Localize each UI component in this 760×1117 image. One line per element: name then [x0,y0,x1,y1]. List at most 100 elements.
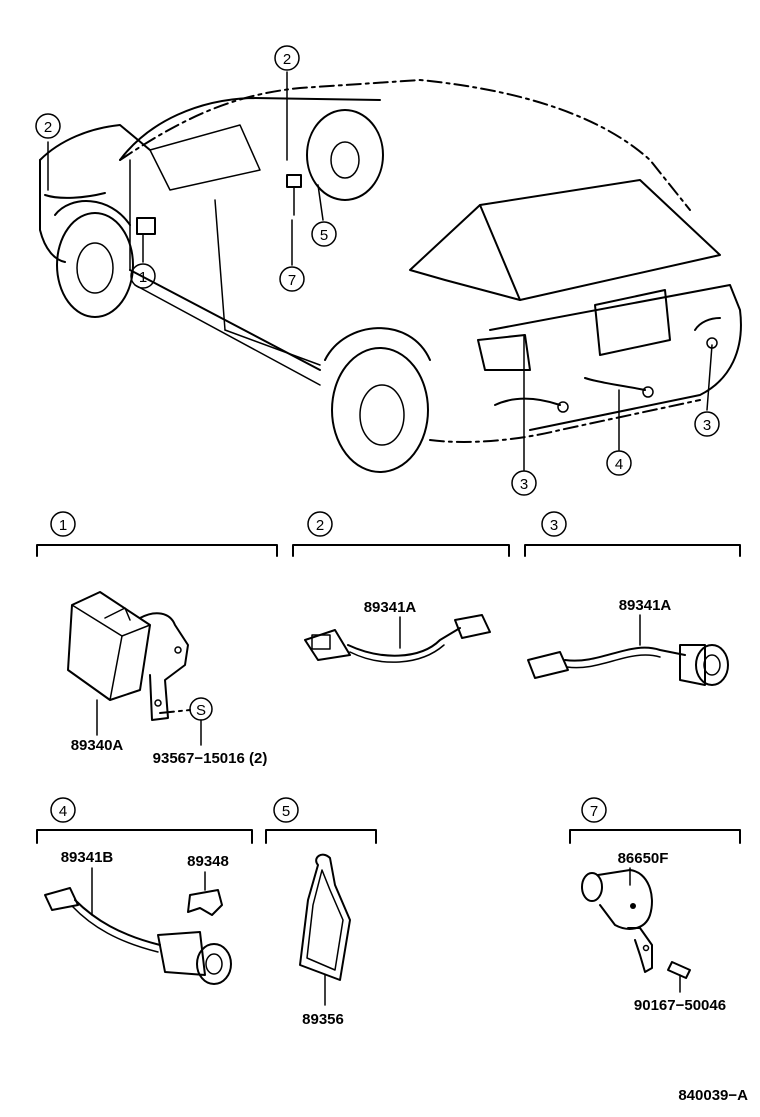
callout-c3-vehicle-right: 3 [694,411,720,437]
steering-wheel [306,109,384,201]
sensor-face-89341B [205,953,223,975]
grommet-89356 [299,853,351,981]
sensor-body [679,644,706,686]
rear-sensor-harness-center [584,377,646,391]
callout-label: 3 [520,476,528,493]
callout-circle-icon [279,266,305,292]
screw-90167 [667,961,691,979]
section-7-bracket [569,829,741,844]
harness-wire-89341B [74,899,161,946]
part-number-86650F: 86650F [618,850,669,867]
door-line-front [214,199,226,331]
bracket-hole [642,944,650,952]
part-number-93567: 93567−15016 (2) [153,750,268,767]
connector-pins [311,634,331,650]
front-sensor-harness [44,192,106,199]
ecu-connector [104,607,131,621]
sensor-wire [564,646,686,662]
door-bottom [224,329,321,366]
rear-sensor-left [557,401,569,413]
section-1: 1 S 89340A 93567−15016 (2) [36,511,278,767]
callout-c2-top: 2 [274,45,300,71]
callout-c3-vehicle-left: 3 [511,470,537,496]
harness-connector-left [304,629,351,661]
callout-circle-icon [35,113,61,139]
callout-label: 1 [139,269,147,286]
section-7: 7 86650F 90167−50046 [569,797,741,1014]
part-number-89341B: 89341B [61,849,114,866]
callout-circle-icon [581,797,607,823]
front-wheel-arch [54,200,131,226]
callout-label: 4 [615,456,623,473]
section-3: 3 89341A [524,511,741,686]
callout-c7-vehicle: 7 [279,266,305,292]
callout-label: 5 [320,227,328,244]
callout-circle-icon [311,221,337,247]
callout-circle-icon [541,511,567,537]
callout-circle-icon [606,450,632,476]
vehicle-illustration [39,71,742,473]
rear-wheel [331,347,429,473]
dashboard-outline [149,124,261,191]
harness-wire-2 [349,644,445,663]
buzzer-connector [581,872,603,902]
harness-connector-89341B [44,887,79,911]
part-number-89340A: 89340A [71,737,124,754]
bracket-hole [154,699,162,707]
callout-circle-icon [694,411,720,437]
front-wheel-hub [76,242,114,294]
section-4-bracket [36,829,253,844]
callout-circle-icon [273,797,299,823]
rear-glass [479,179,721,301]
section-5: 5 89356 [265,797,377,1028]
buzzer-mark [630,903,636,909]
sensor-body-89341B [157,931,206,976]
ecu-front-edge [109,635,123,701]
section-1-number: 1 [59,517,67,534]
rear-sensor-harness-left [494,397,561,406]
clip-89348 [187,889,223,916]
callout-c2-front: 2 [35,113,61,139]
part-number-89356: 89356 [302,1011,344,1028]
callout-label: 2 [44,119,52,136]
bracket-hole [174,646,182,654]
vehicle-buzzer [286,174,302,188]
section-4: 4 89341B 89348 [36,797,253,985]
hood-outline [39,124,151,161]
leader-c3-right [706,344,713,411]
front-bumper [39,159,66,263]
callout-c4-vehicle: 4 [606,450,632,476]
callout-label: 2 [283,51,291,68]
ecu-bracket [139,612,189,721]
sensor-head-89341B [196,943,232,985]
front-wheel [56,212,134,318]
section-2-number: 2 [316,517,324,534]
harness-wire [347,627,461,657]
tail-light [477,334,531,371]
roof-outline [119,78,691,211]
part-number-89348: 89348 [187,853,229,870]
ecu-top-edge [71,604,151,637]
quarter-glass [409,204,521,301]
section-5-bracket [265,829,377,844]
callout-circle-icon [274,45,300,71]
section-3-bracket [524,544,741,557]
side-sill-lower [134,284,321,386]
harness-wire-89341B-2 [71,905,159,953]
part-number-90167: 90167−50046 [634,997,726,1014]
figure-code: 840039−A [678,1087,748,1104]
s-mark-label: S [196,702,206,719]
part-number-89341A-sec3: 89341A [619,597,672,614]
rear-wheel-hub [359,384,405,446]
callout-circle-icon [50,797,76,823]
callout-circle-icon [50,511,76,537]
callout-circle-icon [511,470,537,496]
section-4-number: 4 [59,803,67,820]
rear-wheel-arch [324,327,431,361]
section-1-bracket [36,544,278,557]
windshield-outline [119,97,381,161]
rear-sensor-center [642,386,654,398]
callout-c1-vehicle: 1 [130,263,156,289]
